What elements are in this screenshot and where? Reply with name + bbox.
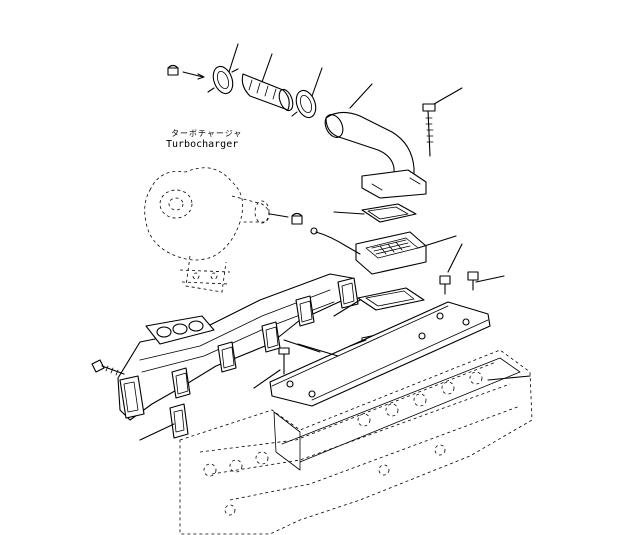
hose-clamp-left: [207, 65, 239, 95]
washer-nut-right: [439, 271, 479, 295]
intake-cover-bolt: [278, 347, 290, 375]
turbocharger-label-japanese: ターボチャージャ: [171, 129, 243, 138]
gasket-middle: [357, 287, 425, 311]
gasket-top: [361, 203, 417, 223]
hose-clamp-right: [291, 89, 317, 119]
cap-nut-left: [167, 64, 205, 80]
manifold-bolt-left: [91, 359, 125, 376]
heater-wire-terminal: [310, 227, 361, 255]
turbocharger-outline: [144, 167, 270, 293]
turbocharger-label: Turbocharger: [166, 139, 239, 150]
cylinder-head-outline: [179, 349, 533, 535]
air-heater: [355, 231, 427, 275]
manifold-gasket: [169, 403, 189, 439]
cap-nut-middle: [269, 212, 303, 225]
callout-leaders: [139, 43, 531, 441]
intake-elbow-pipe: [324, 111, 427, 199]
exhaust-manifold: [117, 273, 359, 421]
elbow-bolt: [422, 103, 436, 157]
rubber-hose: [241, 73, 294, 112]
intake-cover-plate: [269, 301, 491, 407]
